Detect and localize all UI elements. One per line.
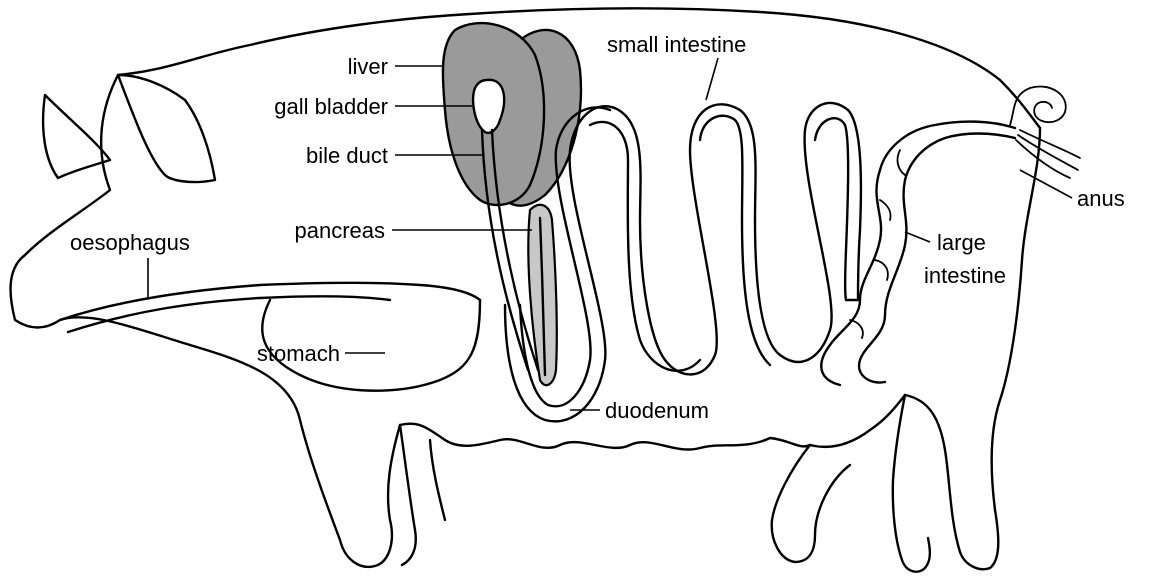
label-anus: anus bbox=[1077, 186, 1125, 211]
label-liver: liver bbox=[348, 54, 388, 79]
label-duodenum: duodenum bbox=[605, 398, 709, 423]
pig-snout-outline bbox=[11, 75, 190, 345]
pancreas bbox=[528, 205, 556, 385]
leader-large-intestine bbox=[905, 232, 930, 242]
leader-anus bbox=[1020, 170, 1072, 198]
leader-small-intestine bbox=[706, 58, 718, 100]
pig-tail bbox=[1010, 87, 1080, 178]
pig-front-leg-outline bbox=[400, 425, 445, 565]
pig-ear bbox=[43, 75, 215, 182]
pig-back-leg-outline bbox=[772, 445, 850, 562]
label-gall-bladder: gall bladder bbox=[274, 94, 388, 119]
label-bile-duct: bile duct bbox=[306, 143, 388, 168]
label-large-intestine-line1: large bbox=[937, 230, 986, 255]
pig-rump-outline bbox=[905, 128, 1040, 569]
label-pancreas: pancreas bbox=[294, 218, 385, 243]
labels: liver gall bladder bile duct pancreas oe… bbox=[70, 32, 1125, 423]
liver bbox=[443, 23, 581, 206]
label-small-intestine: small intestine bbox=[607, 32, 746, 57]
large-intestine bbox=[821, 122, 1015, 385]
label-stomach: stomach bbox=[257, 341, 340, 366]
label-oesophagus: oesophagus bbox=[70, 230, 190, 255]
label-large-intestine-line2: intestine bbox=[924, 263, 1006, 288]
pig-back-foot-outline bbox=[893, 395, 930, 572]
